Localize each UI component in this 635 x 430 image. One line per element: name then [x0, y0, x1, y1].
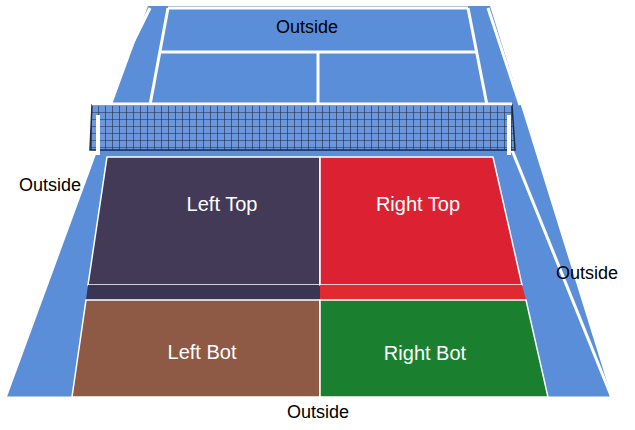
right-bot-zone: Right Bot: [320, 300, 548, 397]
outside-label: Outside: [285, 401, 351, 424]
court-lines: [5, 8, 612, 398]
left-bot-zone: Left Bot: [72, 300, 320, 397]
zone-band: [320, 285, 526, 300]
net-post: [96, 115, 100, 155]
zone-shape: [86, 157, 320, 300]
outside-label: Outside: [274, 16, 340, 39]
zone-shape: [320, 157, 526, 300]
net: [90, 105, 515, 150]
left-top-zone: Left Top: [86, 157, 320, 300]
zone-fill: [72, 300, 320, 397]
outside-label: Outside: [17, 174, 83, 197]
zone-label: Right Top: [376, 193, 460, 216]
right-top-zone: Right Top: [320, 157, 526, 300]
zone-fill: [88, 157, 320, 285]
zone-fill: [320, 300, 548, 397]
zone-band: [86, 285, 320, 300]
zone-label: Right Bot: [384, 342, 466, 365]
zone-label: Left Top: [187, 193, 258, 216]
net-band: [92, 103, 512, 106]
court-surface: [5, 6, 612, 398]
zone-label: Left Bot: [168, 341, 237, 364]
net-post: [507, 115, 511, 155]
outside-label: Outside: [554, 262, 620, 285]
zone-fill: [320, 157, 522, 285]
